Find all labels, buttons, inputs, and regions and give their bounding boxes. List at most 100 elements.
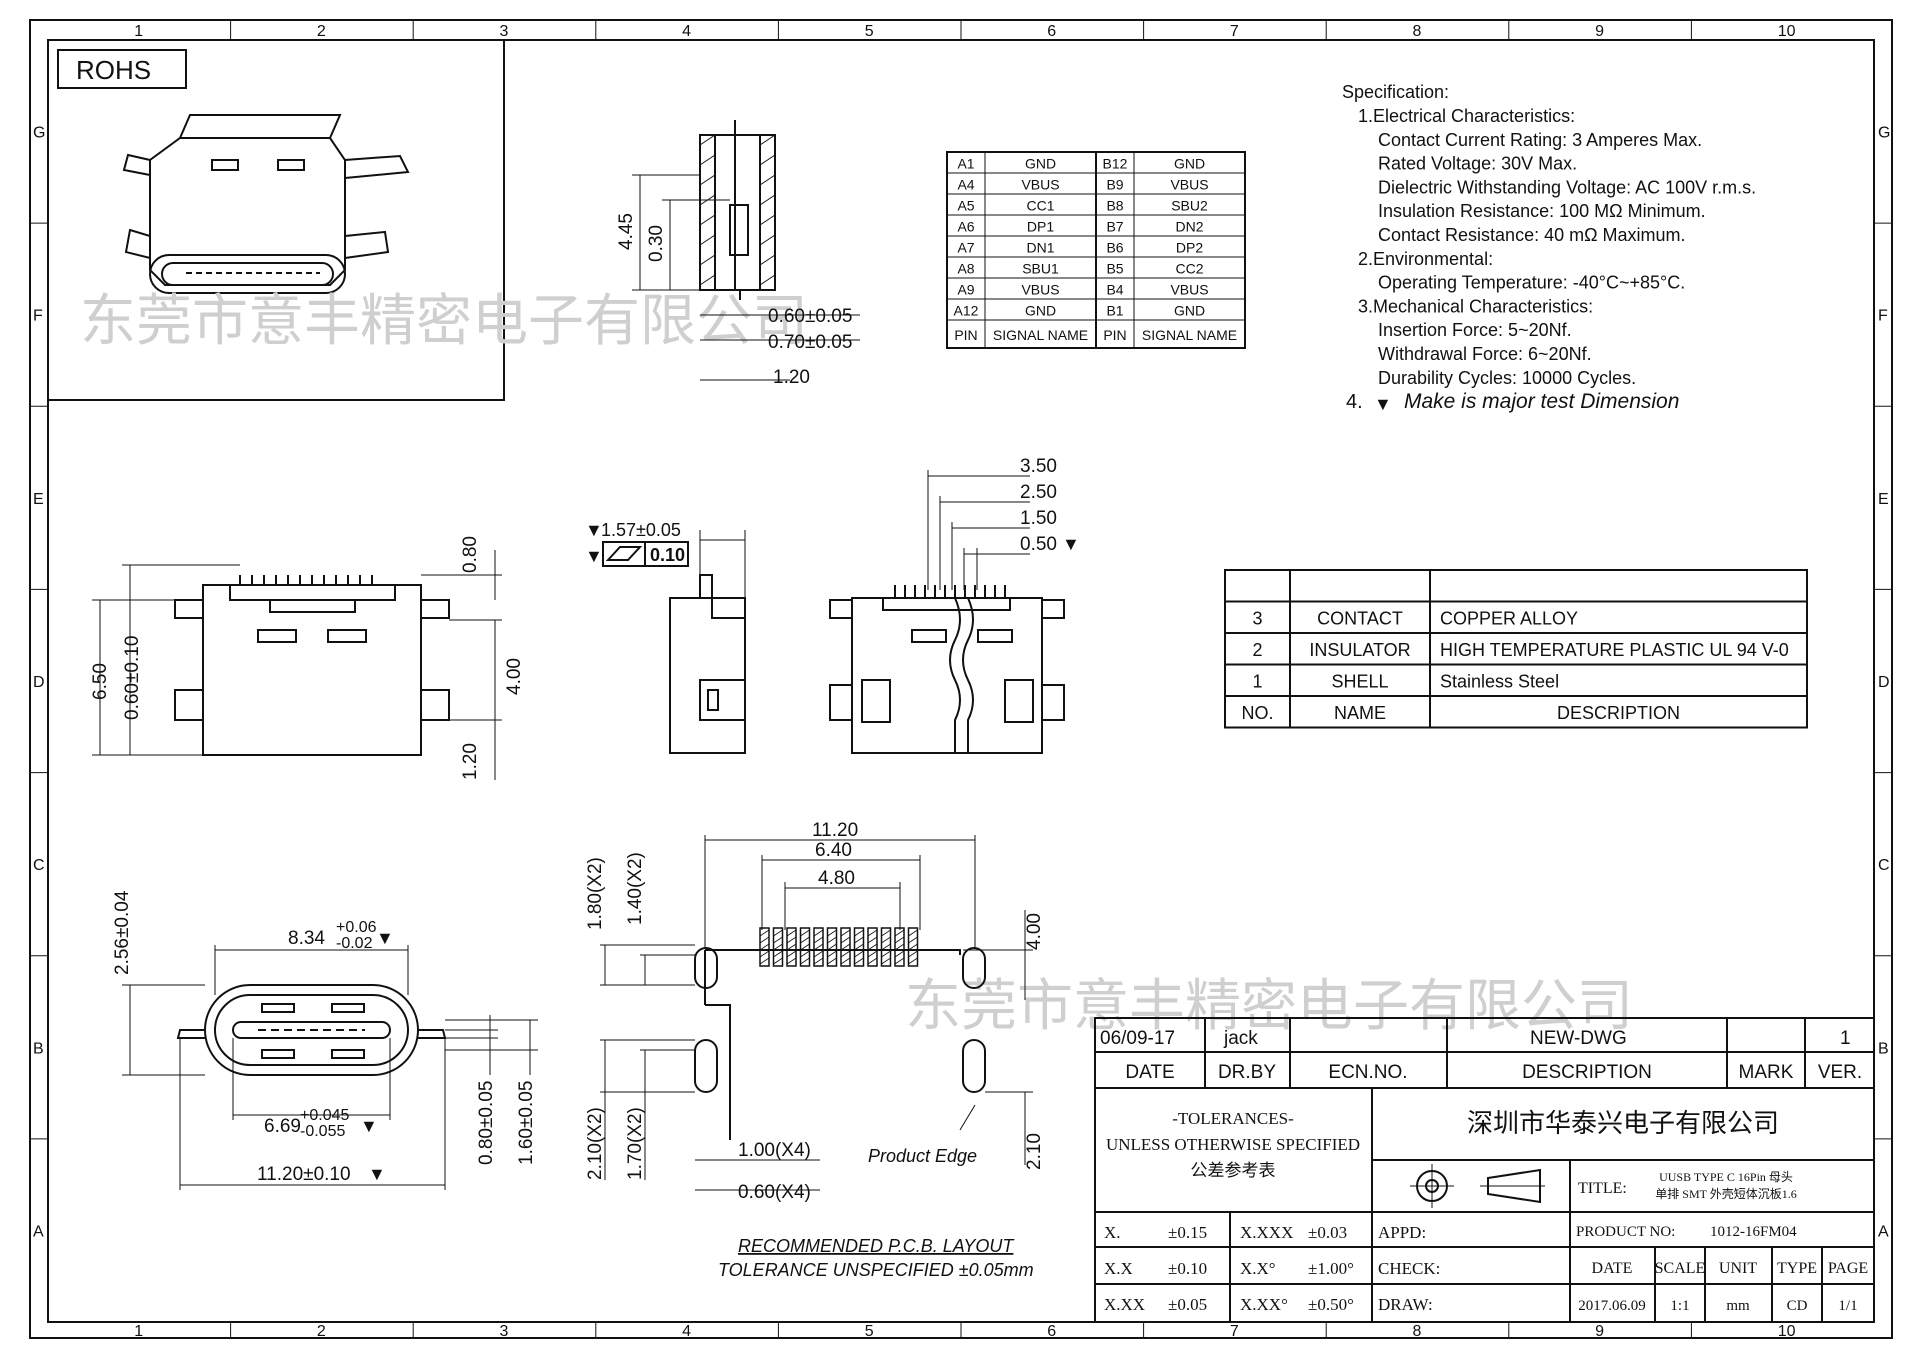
- dim-pcb-210: 2.10(X2): [585, 1107, 606, 1180]
- column-label-bottom: 10: [1778, 1323, 1796, 1340]
- watermark-top: 东莞市意丰精密电子有限公司: [80, 289, 808, 352]
- bom-cell: Stainless Steel: [1440, 671, 1559, 691]
- dim-btm-834-tol-up: +0.06: [336, 919, 377, 936]
- pin-table-cell: A1: [957, 156, 974, 172]
- pin-table-cell: B1: [1106, 303, 1123, 319]
- pcb-layout: [694, 927, 986, 1140]
- column-label-top: 6: [1047, 23, 1056, 40]
- dim-rear-250: 2.50: [1020, 482, 1057, 503]
- pin-table-cell: GND: [1025, 303, 1056, 319]
- column-label-bottom: 7: [1230, 1323, 1239, 1340]
- spec-title: Specification:: [1342, 82, 1449, 102]
- rear-view: [829, 585, 1065, 754]
- bom-cell: 2: [1252, 640, 1262, 660]
- pin-table-cell: DP2: [1176, 240, 1203, 256]
- dim-front-060: 0.60±0.10: [122, 636, 143, 720]
- pcb-dimension-lines: [600, 835, 1033, 1191]
- tolerance-value: ±0.03: [1308, 1223, 1347, 1242]
- tolerance-format: X.XX°: [1240, 1295, 1288, 1314]
- product-no: 1012-16FM04: [1710, 1224, 1797, 1240]
- dim-mid-157: 1.57±0.05: [601, 520, 681, 540]
- pin-table-cell: B12: [1103, 156, 1128, 172]
- dim-pcb-640: 6.40: [815, 840, 852, 861]
- dim-btm-834-tol-dn: -0.02: [336, 935, 373, 952]
- pin-table-cell: SIGNAL NAME: [1142, 327, 1237, 343]
- pin-table-cell: A5: [957, 198, 974, 214]
- rev-description: NEW-DWG: [1530, 1028, 1627, 1049]
- spec-line: Contact Current Rating: 3 Amperes Max.: [1378, 130, 1702, 150]
- column-label-top: 4: [682, 23, 691, 40]
- pin-table-cell: DN1: [1026, 240, 1054, 256]
- pin-table-cell: GND: [1174, 303, 1205, 319]
- row-label-right: D: [1878, 674, 1890, 691]
- side-section-hatch: [699, 134, 776, 286]
- pin-table-cell: B8: [1106, 198, 1123, 214]
- watermark-bottom: 东莞市意丰精密电子有限公司: [905, 974, 1633, 1037]
- tolerance-value: ±1.00°: [1308, 1259, 1354, 1278]
- rev-date: 06/09-17: [1100, 1028, 1175, 1049]
- pin-table-cell: VBUS: [1170, 282, 1208, 298]
- pin-table-cell: B5: [1106, 261, 1123, 277]
- flatness-icon: [605, 546, 643, 561]
- dim-front-650: 6.50: [90, 663, 111, 700]
- spec-line: Rated Voltage: 30V Max.: [1378, 154, 1577, 174]
- pin-table-cell: VBUS: [1021, 282, 1059, 298]
- column-label-top: 7: [1230, 23, 1239, 40]
- column-label-top: 10: [1778, 23, 1796, 40]
- dim-pcb-100: 1.00(X4): [738, 1140, 811, 1161]
- row-label-left: E: [33, 491, 44, 508]
- column-label-bottom: 6: [1047, 1323, 1056, 1340]
- column-label-top: 8: [1413, 23, 1422, 40]
- row-label-left: B: [33, 1040, 44, 1057]
- bom-cell: NAME: [1334, 703, 1386, 723]
- row-label-right: B: [1878, 1040, 1889, 1057]
- tolerances-cn: 公差参考表: [1191, 1161, 1276, 1180]
- dim-side-445: 4.45: [616, 213, 637, 250]
- checked-label: CHECK:: [1378, 1259, 1440, 1278]
- drawing-page: 1/1: [1838, 1298, 1857, 1314]
- bom-cell: 1: [1252, 671, 1262, 691]
- tolerance-value: ±0.05: [1168, 1295, 1207, 1314]
- dim-btm-1120-arrow: ▼: [368, 1164, 386, 1184]
- rohs-label: ROHS: [76, 55, 151, 85]
- row-label-right: E: [1878, 491, 1889, 508]
- pin-table-cell: SIGNAL NAME: [993, 327, 1088, 343]
- pcb-tolerance-note: TOLERANCE UNSPECIFIED ±0.05mm: [718, 1260, 1034, 1280]
- tolerance-format: X.: [1104, 1223, 1121, 1242]
- dim-pcb-1120: 11.20: [812, 820, 858, 841]
- column-label-bottom: 9: [1595, 1323, 1604, 1340]
- bom-cell: INSULATOR: [1309, 640, 1410, 660]
- pin-table-cell: PIN: [1103, 327, 1126, 343]
- spec-line: Operating Temperature: -40°C~+85°C.: [1378, 273, 1685, 293]
- title-line-1: UUSB TYPE C 16Pin 母头: [1659, 1170, 1793, 1184]
- dim-mid-flat-arrow: ▼: [585, 546, 603, 566]
- pin-table-cell: B4: [1106, 282, 1123, 298]
- dim-btm-669-arrow: ▼: [360, 1116, 378, 1136]
- pin-table-cell: CC1: [1026, 198, 1054, 214]
- dim-side-030: 0.30: [646, 225, 667, 262]
- pin-table-cell: A6: [957, 219, 974, 235]
- pin-table-cell: GND: [1174, 156, 1205, 172]
- row-label-left: D: [33, 674, 45, 691]
- pin-table-cell: B7: [1106, 219, 1123, 235]
- pin-table-cell: DN2: [1175, 219, 1203, 235]
- column-label-bottom: 3: [500, 1323, 509, 1340]
- row-label-left: C: [33, 857, 45, 874]
- column-label-top: 5: [865, 23, 874, 40]
- side-dimension-lines: [632, 174, 860, 381]
- row-label-left: G: [33, 125, 45, 142]
- row-label-left: F: [33, 308, 43, 325]
- pin-table-cell: A4: [957, 177, 974, 193]
- dim-btm-669: 6.69: [264, 1116, 301, 1137]
- hdr-date: DATE: [1125, 1062, 1174, 1083]
- column-label-bottom: 5: [865, 1323, 874, 1340]
- projection-symbol: [1410, 1164, 1545, 1208]
- bom-cell: CONTACT: [1317, 608, 1403, 628]
- dim-rear-150: 1.50: [1020, 508, 1057, 529]
- spec-line: Durability Cycles: 10000 Cycles.: [1378, 368, 1636, 388]
- hdr-mark: MARK: [1739, 1062, 1794, 1083]
- spec-line: Contact Resistance: 40 mΩ Maximum.: [1378, 225, 1686, 245]
